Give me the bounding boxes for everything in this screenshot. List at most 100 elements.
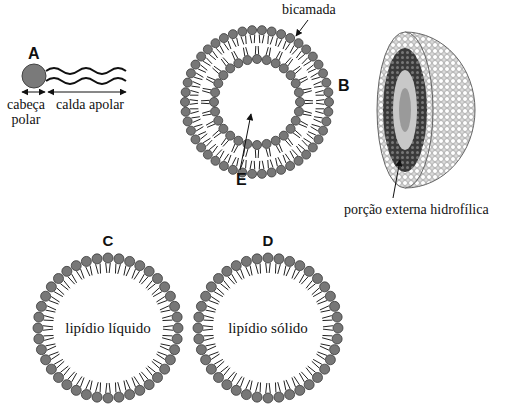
lipid (196, 344, 216, 355)
lipid (274, 254, 284, 274)
lipid (34, 334, 54, 344)
lipid-particle: Dlipídio sólido (188, 232, 348, 412)
lipid (316, 98, 334, 107)
lipid (243, 47, 252, 64)
lipid (294, 88, 311, 97)
lipid (271, 136, 282, 153)
part-label: cabeça polar (3, 97, 49, 127)
part-letter: C (103, 232, 114, 249)
lipid (162, 334, 182, 344)
lipid (252, 254, 262, 274)
lipid (92, 382, 102, 402)
lipid (36, 344, 56, 355)
part-label: bicamada (282, 2, 336, 17)
lipid (267, 160, 276, 177)
leader-line (393, 160, 400, 198)
lipid (206, 116, 223, 127)
lipid (322, 312, 342, 322)
lipid (183, 117, 200, 126)
lipid (263, 383, 273, 403)
lipid (114, 254, 124, 274)
lipid (92, 254, 102, 274)
part-letter: A (28, 46, 40, 61)
lipid (124, 256, 135, 276)
lipid (294, 107, 311, 116)
lipid (202, 88, 219, 97)
lipid (36, 301, 56, 312)
lipid (193, 323, 213, 333)
part-letter: E (236, 172, 247, 187)
lipid (228, 30, 238, 47)
lipid (163, 323, 183, 333)
lipid (253, 141, 262, 158)
part-label: porção externa hidrofílica (344, 202, 489, 217)
lipid (212, 124, 227, 138)
lipid (286, 66, 301, 80)
lipid (320, 344, 340, 355)
lipid (160, 344, 180, 355)
lipid (252, 382, 262, 402)
lipid (33, 323, 53, 333)
lipid (103, 253, 113, 273)
lipid (194, 334, 214, 344)
lipid (323, 323, 343, 333)
lipid (315, 107, 333, 116)
lipid (241, 256, 252, 276)
lipid (232, 51, 243, 68)
lipid (81, 256, 92, 276)
dimension-arrow (48, 92, 126, 93)
content-label: lipídio líquido (65, 320, 150, 337)
part-label: calda apolar (56, 97, 124, 112)
lipid (262, 47, 271, 64)
lipid (114, 382, 124, 402)
part-letter: D (263, 232, 274, 249)
part-letter: B (338, 78, 350, 93)
lipid (181, 98, 199, 107)
lipid (248, 26, 257, 44)
lipid (322, 334, 342, 344)
lipid (181, 107, 199, 116)
lipid (284, 380, 295, 400)
lipid (202, 107, 219, 116)
lipid-molecule (22, 64, 126, 92)
lipid (276, 30, 286, 47)
content-label: lipídio sólido (228, 320, 308, 337)
lipid (34, 312, 54, 322)
lipid (162, 312, 182, 322)
lipid (263, 253, 273, 273)
half-sphere (377, 32, 475, 188)
lipid (276, 157, 286, 174)
lipid (320, 301, 340, 312)
lipid (201, 98, 218, 107)
lipid (313, 78, 330, 87)
leader-line (240, 114, 251, 170)
lipid (279, 131, 293, 146)
lipid (257, 161, 266, 179)
dimension-arrow (22, 92, 45, 93)
liposome (181, 26, 334, 179)
lipid (194, 312, 214, 322)
lipid (124, 380, 135, 400)
lipid (284, 256, 295, 276)
lipid (313, 117, 330, 126)
lipid (160, 301, 180, 312)
lipid-particle: Clipídio líquido (28, 232, 188, 412)
lipid (257, 26, 266, 44)
leader-line (296, 20, 308, 36)
lipid (274, 382, 284, 402)
lipid (196, 301, 216, 312)
lipid (221, 57, 235, 72)
lipid (241, 380, 252, 400)
lipid (238, 27, 247, 44)
lipid (291, 77, 308, 88)
lipid (267, 27, 276, 44)
lipid (183, 78, 200, 87)
lipid (253, 46, 262, 63)
lipid (296, 98, 313, 107)
lipid (262, 139, 271, 156)
lipid (248, 161, 257, 179)
lipid (81, 380, 92, 400)
lipid (181, 88, 199, 97)
lipid (103, 383, 113, 403)
lipid (315, 88, 333, 97)
